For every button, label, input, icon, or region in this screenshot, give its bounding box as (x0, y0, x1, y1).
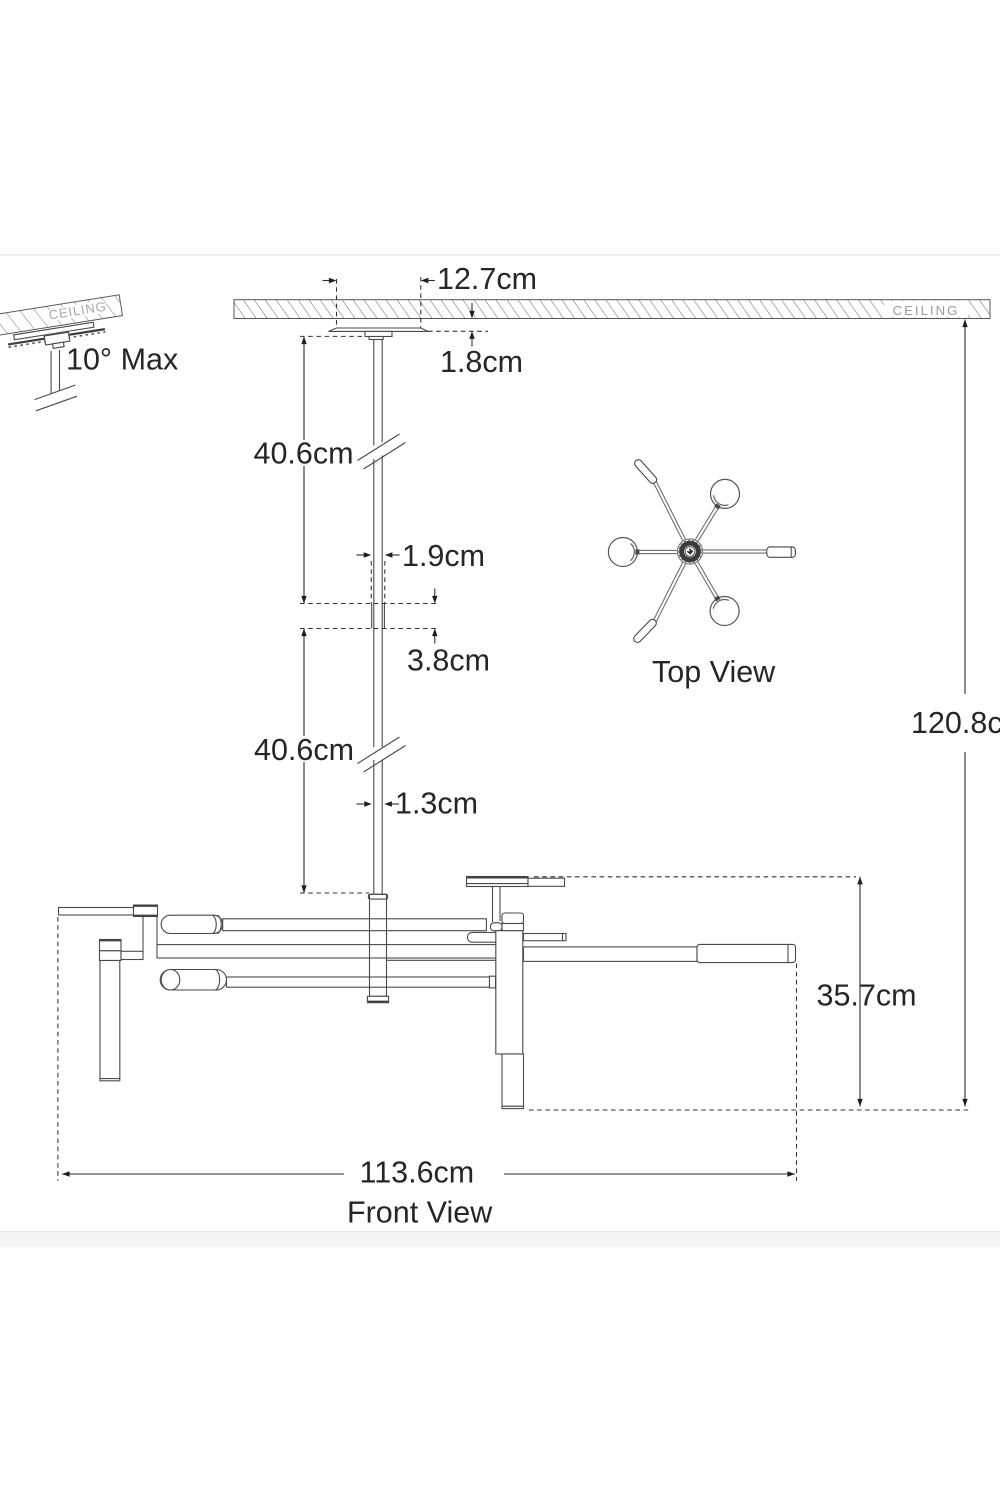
left-lamp-joint-lower (98, 950, 122, 962)
left-disc-plate (57, 906, 135, 916)
upper-left-bulb (160, 914, 224, 935)
left-lamp-link (120, 950, 144, 961)
globe-socket-arc-3 (712, 598, 737, 624)
globe-socket-arc-1 (712, 481, 738, 506)
body-height-label: 35.7cm (817, 979, 917, 1013)
canopy-collar (368, 335, 384, 341)
right-lamp-neck (501, 922, 525, 932)
arm-level3 (225, 976, 491, 988)
canopy-drop-label: 1.8cm (440, 345, 523, 379)
front-view-fixture (57, 875, 797, 1110)
ceiling-hatch (233, 299, 991, 320)
top-view-pill-lower-left (633, 618, 657, 644)
globe-socket-arc-2 (610, 539, 636, 565)
stem-upper-diameter-label: 1.9cm (402, 539, 485, 573)
top-view-globe-left (607, 536, 639, 568)
right-lamp-base (501, 1105, 525, 1110)
right-pill-lamp (696, 943, 797, 964)
arm-level3-endcap (488, 975, 497, 989)
stem-upper-length-label: 40.6cm (254, 437, 354, 471)
top-view-caption: Top View (652, 655, 776, 689)
top-view (607, 459, 796, 644)
dimension-lines (62, 277, 968, 1177)
canopy-width-label: 12.7cm (437, 262, 537, 296)
stem-break-1-slash-1 (357, 433, 400, 461)
sloped-ceiling-inset: CEILING 10° Max (0, 294, 178, 412)
right-lamp-cap (501, 912, 525, 925)
right-lamp-shade (495, 930, 524, 1055)
ceiling-band: CEILING (233, 299, 991, 320)
stem-break-2-slash-1 (357, 736, 400, 764)
right-lamp-lower (501, 1053, 525, 1107)
arm-level2-right (522, 946, 698, 962)
stem-lower-length-label: 40.6cm (254, 733, 354, 767)
back-arm-stub (522, 932, 567, 942)
sloped-rod-break-slash-2 (35, 395, 78, 412)
dimension-labels: 12.7cm 1.8cm 40.6cm 1.9cm 3.8cm 40.6cm 1… (249, 262, 1000, 1190)
body-width-label: 113.6cm (360, 1156, 475, 1190)
left-disc-knuckle (132, 904, 159, 918)
stem-break-1-slash-2 (363, 442, 406, 470)
globe-neck-2 (635, 549, 640, 555)
top-view-pill-upper-left (634, 459, 658, 484)
stem-lower-diameter-label: 1.3cm (395, 787, 478, 821)
reference-lines (57, 277, 969, 1181)
sloped-rod-break-slash-1 (34, 384, 76, 401)
sloped-canopy-plate (13, 321, 95, 341)
top-view-globe-lower-right (709, 595, 740, 627)
right-disc-tab (527, 877, 566, 887)
top-view-globe-upper-right (709, 478, 741, 509)
left-lamp-cylinder (99, 959, 121, 1082)
arm-level1 (222, 918, 487, 932)
canopy-and-stem (328, 327, 429, 895)
overall-height-label: 120.8cm (911, 706, 1000, 740)
arm-level1-hook (489, 922, 503, 932)
stem-break-2-slash-2 (363, 745, 406, 773)
bottom-band (0, 1231, 1000, 1247)
hub-bottom-cap (366, 995, 390, 1004)
arm-level2-left (156, 944, 503, 959)
top-view-arms (637, 480, 767, 623)
ceiling-label-main: CEILING (893, 303, 960, 318)
sloped-canopy-collar (51, 341, 65, 349)
canopy-hub (364, 330, 393, 338)
front-view-caption: Front View (347, 1196, 493, 1230)
globe-neck-3 (714, 595, 721, 602)
stem-overlap-label: 3.8cm (407, 644, 490, 678)
globe-neck-1 (714, 503, 721, 510)
top-view-pill-right (766, 546, 796, 558)
top-view-hub (676, 538, 704, 565)
slope-max-label: 10° Max (66, 343, 178, 377)
hub-top-cap (367, 893, 389, 900)
